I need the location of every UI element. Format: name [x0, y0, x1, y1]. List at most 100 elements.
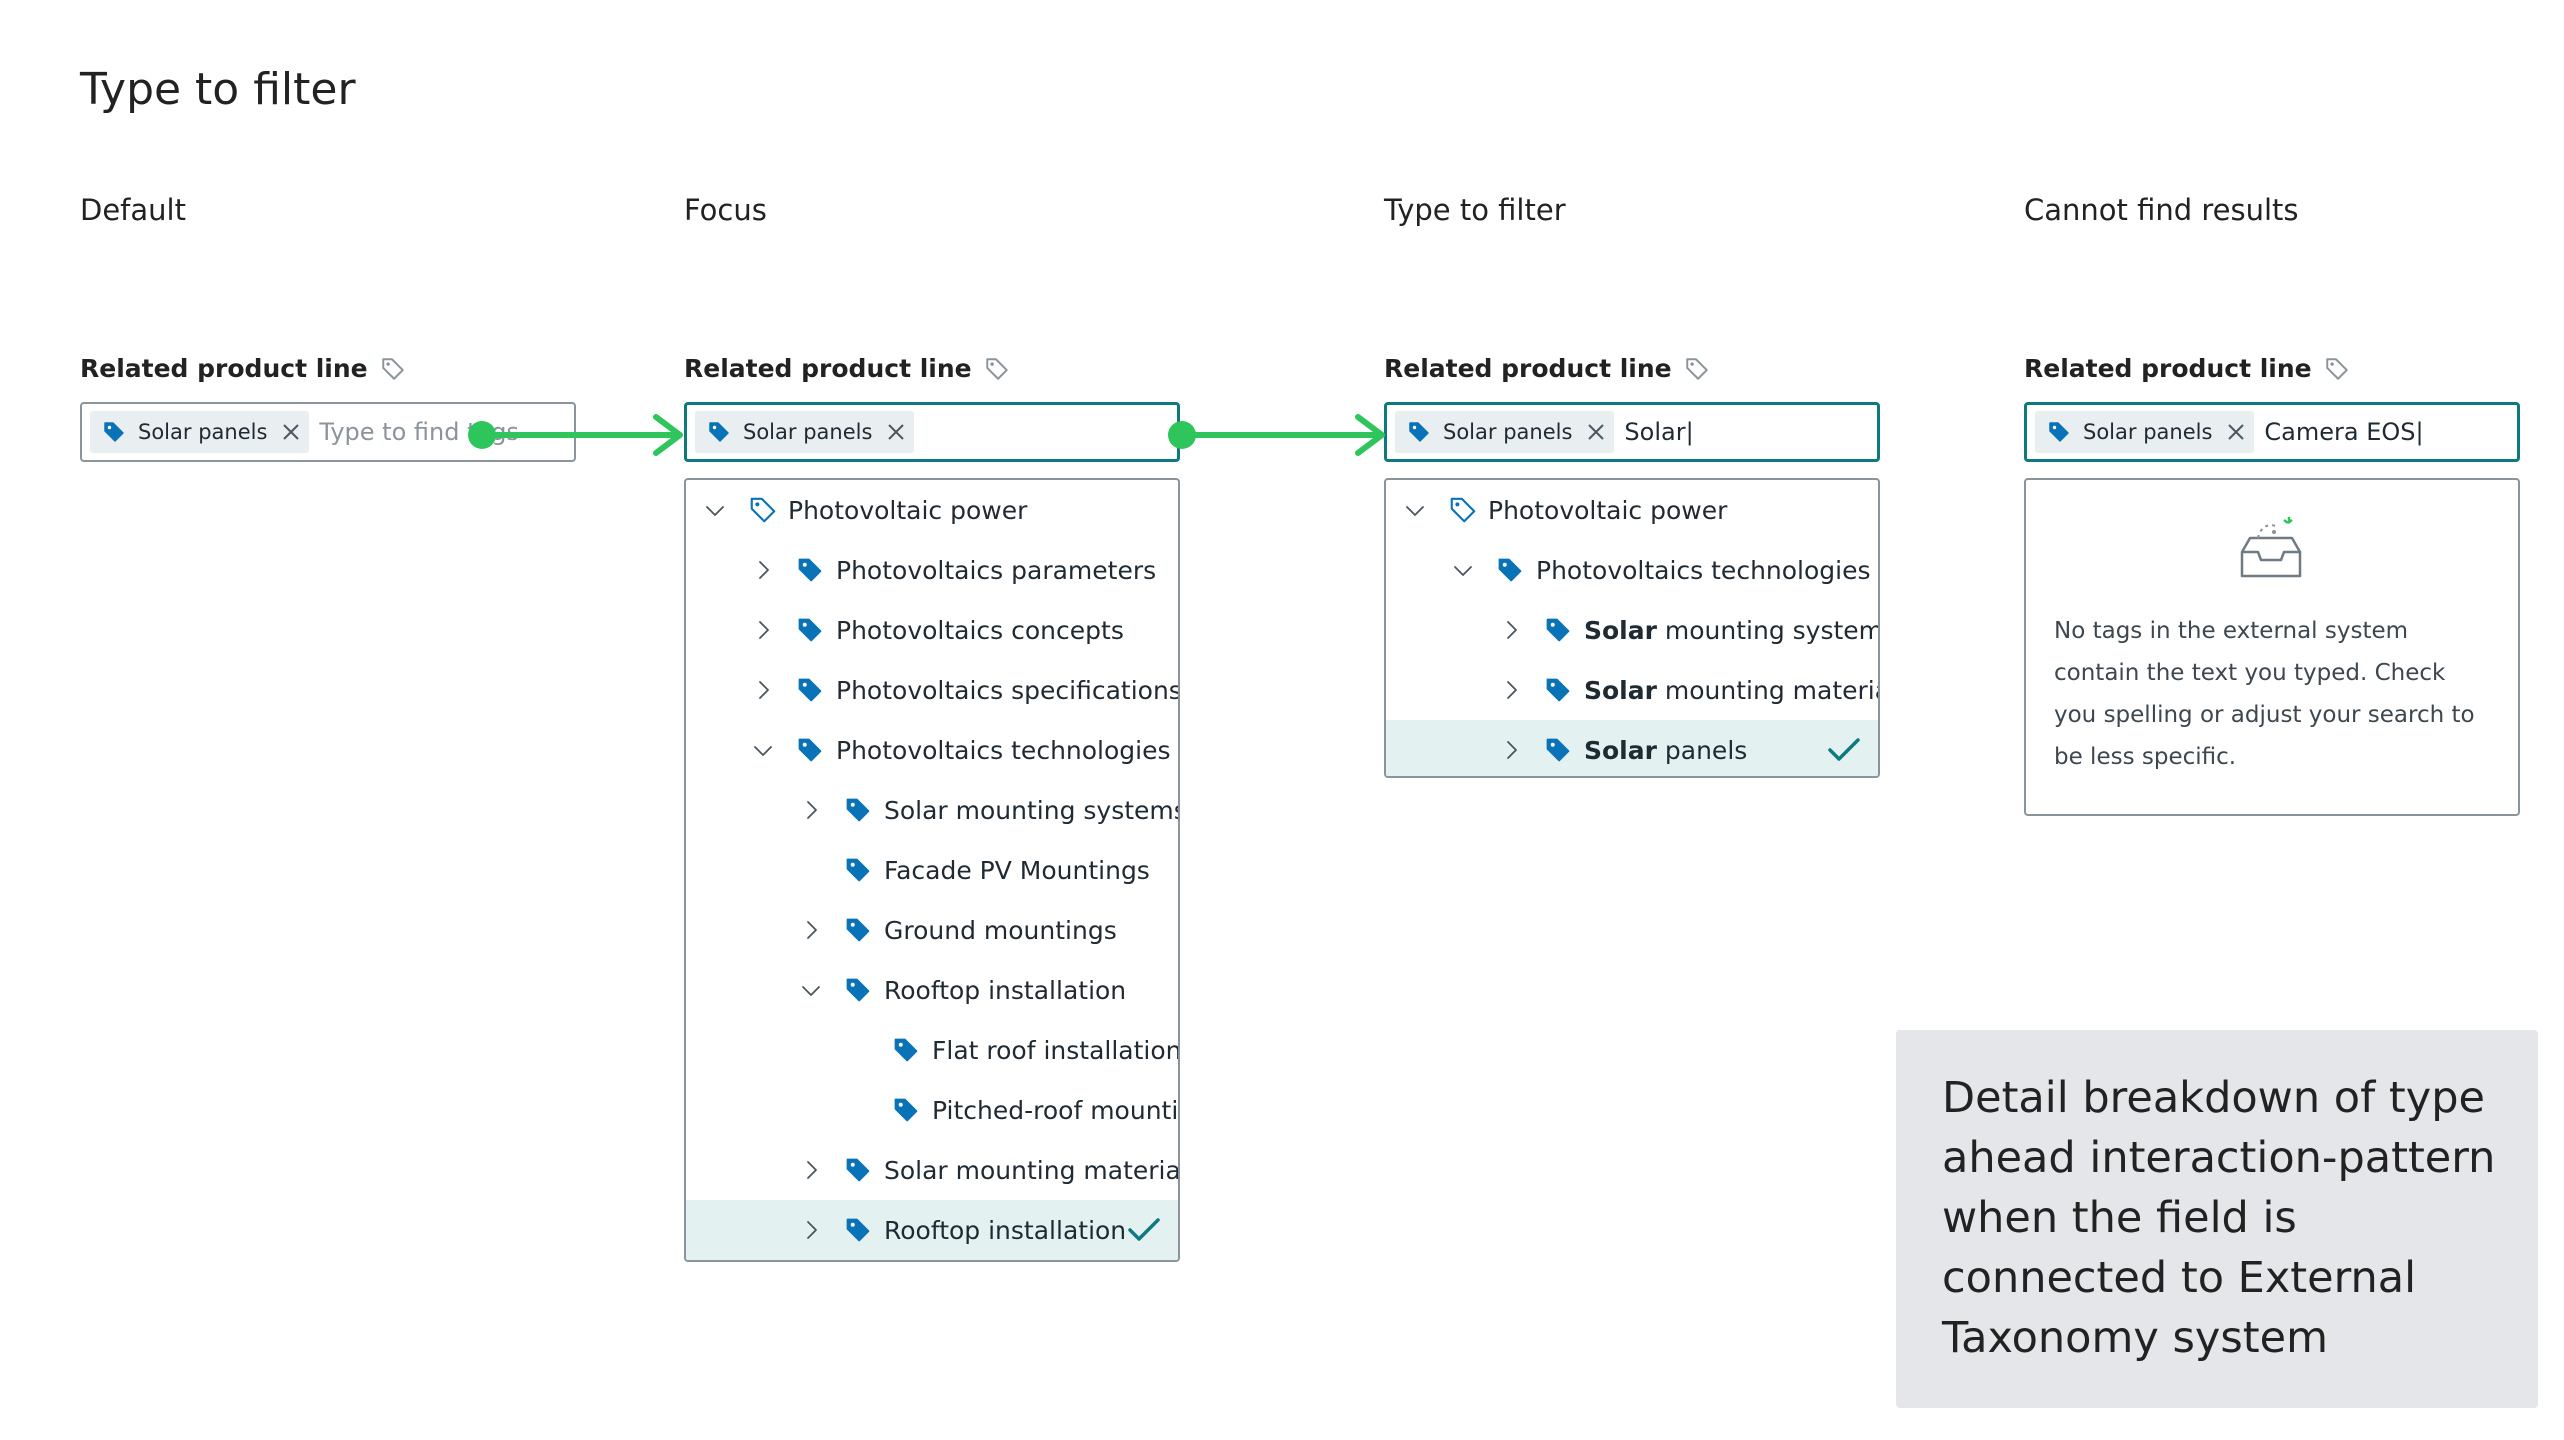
tag-filled-icon — [796, 616, 824, 644]
chevron-right-icon[interactable] — [796, 915, 826, 945]
tag-filled-icon — [707, 420, 731, 444]
state-title-default: Default — [80, 193, 186, 227]
chevron-right-icon[interactable] — [796, 1215, 826, 1245]
tag-outline-icon — [748, 495, 778, 525]
tag-field-no-results[interactable]: Solar panels — [2024, 402, 2520, 462]
tag-outline-icon — [2324, 356, 2350, 382]
tree-item[interactable]: Facade PV Mountings — [686, 840, 1178, 900]
chevron-right-icon[interactable] — [748, 555, 778, 585]
tag-filled-icon — [1544, 616, 1572, 644]
chevron-right-icon[interactable] — [796, 795, 826, 825]
label-rest: mounting material — [1656, 675, 1880, 705]
tag-filled-icon — [844, 916, 872, 944]
close-icon[interactable] — [886, 422, 906, 442]
tree-item[interactable]: Rooftop installation — [686, 1200, 1178, 1260]
flow-arrow-focus-to-filter — [1168, 414, 1385, 456]
chevron-right-icon[interactable] — [748, 615, 778, 645]
search-input[interactable] — [1624, 418, 1877, 446]
label-rest: mounting systems — [1656, 615, 1880, 645]
tag-filled-icon — [1496, 556, 1524, 584]
chip-label: Solar panels — [743, 420, 873, 444]
tree-item[interactable]: Solar mounting materials — [686, 1140, 1178, 1200]
chevron-down-icon[interactable] — [1400, 495, 1430, 525]
tag-filled-icon — [2047, 420, 2071, 444]
tag-field-focus[interactable]: Solar panels — [684, 402, 1180, 462]
tree-item[interactable]: Solar mounting material — [1386, 660, 1878, 720]
tree-item[interactable]: Photovoltaics technologies — [686, 720, 1178, 780]
tree-item[interactable]: Solar mounting systems — [686, 780, 1178, 840]
tag-filled-icon — [844, 1216, 872, 1244]
tree-item[interactable]: Solar panels — [1386, 720, 1878, 776]
chevron-right-icon[interactable] — [748, 675, 778, 705]
tag-field-default[interactable]: Solar panels — [80, 402, 576, 462]
state-title-filter: Type to filter — [1384, 193, 1566, 227]
tag-filled-icon — [844, 1156, 872, 1184]
tree-item[interactable]: Solar mounting systems — [1386, 600, 1878, 660]
field-label-text: Related product line — [1384, 354, 1672, 383]
chevron-right-icon[interactable] — [1496, 675, 1526, 705]
tree-item-label: Pitched-roof mountings — [932, 1095, 1179, 1125]
tree-item-label: Rooftop installation — [884, 975, 1127, 1005]
tree-item[interactable]: Photovoltaics concepts — [686, 600, 1178, 660]
check-icon — [1126, 1215, 1162, 1245]
close-icon[interactable] — [2226, 422, 2246, 442]
tree-item-label: Photovoltaic power — [1488, 495, 1728, 525]
match-highlight: Solar — [1584, 615, 1657, 645]
chevron-down-icon[interactable] — [796, 975, 826, 1005]
chevron-down-icon[interactable] — [748, 735, 778, 765]
field-label-focus: Related product line — [684, 354, 1010, 383]
match-highlight: Solar — [1584, 735, 1657, 765]
field-label-text: Related product line — [684, 354, 972, 383]
tree-item-label: Photovoltaics technologies — [836, 735, 1171, 765]
tree-item-label: Rooftop installation — [884, 1215, 1127, 1245]
tag-filled-icon — [796, 736, 824, 764]
tag-filled-icon — [1407, 420, 1431, 444]
tree-item-label: Solar mounting systems — [884, 795, 1180, 825]
tree-item[interactable]: Photovoltaics parameters — [686, 540, 1178, 600]
tree-item[interactable]: Ground mountings — [686, 900, 1178, 960]
no-results-message: No tags in the external system contain t… — [2054, 618, 2475, 770]
tree-item-label: Photovoltaic power — [788, 495, 1028, 525]
tree-item-label: Facade PV Mountings — [884, 855, 1150, 885]
tag-filled-icon — [844, 856, 872, 884]
tree-item[interactable]: Rooftop installation — [686, 960, 1178, 1020]
close-icon[interactable] — [281, 422, 301, 442]
tag-filled-icon — [844, 976, 872, 1004]
selected-tag-chip: Solar panels — [90, 411, 310, 453]
tag-filled-icon — [1544, 676, 1572, 704]
tag-outline-icon — [1448, 495, 1478, 525]
tree-item[interactable]: Photovoltaic power — [1386, 480, 1878, 540]
tree-item[interactable]: Photovoltaic power — [686, 480, 1178, 540]
tree-item[interactable]: Pitched-roof mountings — [686, 1080, 1178, 1140]
tree-item[interactable]: Photovoltaics technologies — [1386, 540, 1878, 600]
tag-filled-icon — [892, 1036, 920, 1064]
tree-item-label: Solar panels — [1584, 736, 1747, 765]
chevron-down-icon[interactable] — [1448, 555, 1478, 585]
tree-item-label: Flat roof installation — [932, 1035, 1180, 1065]
tree-item-label: Ground mountings — [884, 915, 1117, 945]
tag-filled-icon — [844, 796, 872, 824]
tree-item[interactable]: Photovoltaics specifications — [686, 660, 1178, 720]
chip-label: Solar panels — [1443, 420, 1573, 444]
tag-field-filter[interactable]: Solar panels — [1384, 402, 1880, 462]
chevron-right-icon[interactable] — [1496, 615, 1526, 645]
chevron-right-icon[interactable] — [1496, 735, 1526, 765]
field-label-text: Related product line — [80, 354, 368, 383]
search-input[interactable] — [924, 418, 1177, 446]
field-label-text: Related product line — [2024, 354, 2312, 383]
search-input[interactable] — [2264, 418, 2517, 446]
tag-filled-icon — [102, 420, 126, 444]
tree-item-label: Solar mounting systems — [1584, 615, 1880, 645]
tag-filled-icon — [892, 1096, 920, 1124]
tag-outline-icon — [984, 356, 1010, 382]
label-rest: panels — [1656, 735, 1748, 765]
tag-filled-icon — [1544, 736, 1572, 764]
close-icon[interactable] — [1586, 422, 1606, 442]
chip-label: Solar panels — [2083, 420, 2213, 444]
chevron-right-icon[interactable] — [796, 1155, 826, 1185]
tree-item[interactable]: Flat roof installation — [686, 1020, 1178, 1080]
chevron-down-icon[interactable] — [700, 495, 730, 525]
no-results-panel: No tags in the external system contain t… — [2024, 478, 2520, 816]
match-highlight: Solar — [1584, 675, 1657, 705]
